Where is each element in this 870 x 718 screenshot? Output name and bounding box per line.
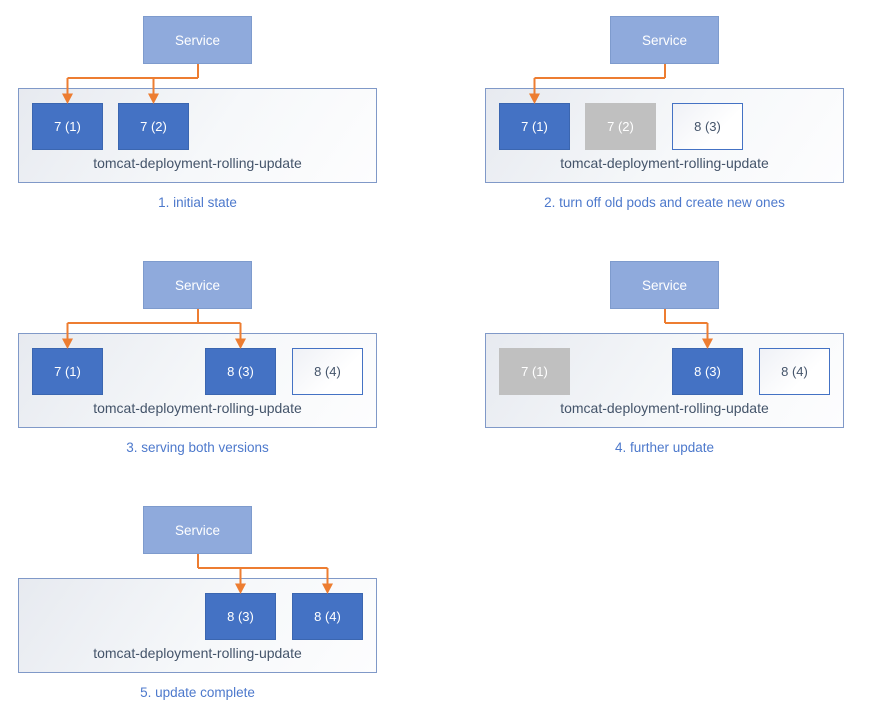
stage-4: Service tomcat-deployment-rolling-update… [467,245,870,475]
pod-7-2: 7 (2) [585,103,656,150]
deployment-label: tomcat-deployment-rolling-update [560,155,769,171]
pod-7-1: 7 (1) [499,348,570,395]
stage-3: Service tomcat-deployment-rolling-update… [0,245,435,475]
deployment-label: tomcat-deployment-rolling-update [560,400,769,416]
service-box: Service [610,261,719,309]
pod-8-3: 8 (3) [672,103,743,150]
service-box: Service [143,16,252,64]
deployment-label: tomcat-deployment-rolling-update [93,645,302,661]
stage-2: Service tomcat-deployment-rolling-update… [467,0,870,230]
stage-caption: 1. initial state [158,195,237,210]
stage-caption: 2. turn off old pods and create new ones [544,195,785,210]
pod-7-2: 7 (2) [118,103,189,150]
pod-7-1: 7 (1) [32,103,103,150]
pod-8-4: 8 (4) [292,593,363,640]
stage-caption: 5. update complete [140,685,255,700]
pod-8-4: 8 (4) [759,348,830,395]
pod-7-1: 7 (1) [32,348,103,395]
pod-7-1: 7 (1) [499,103,570,150]
pod-8-3: 8 (3) [205,593,276,640]
pod-8-4: 8 (4) [292,348,363,395]
service-box: Service [143,261,252,309]
deployment-label: tomcat-deployment-rolling-update [93,400,302,416]
stage-5: Service tomcat-deployment-rolling-update… [0,490,435,718]
service-box: Service [610,16,719,64]
deployment-label: tomcat-deployment-rolling-update [93,155,302,171]
pod-8-3: 8 (3) [672,348,743,395]
stage-caption: 4. further update [614,440,715,455]
stage-caption: 3. serving both versions [126,440,269,455]
service-box: Service [143,506,252,554]
stage-1: Service tomcat-deployment-rolling-update… [0,0,435,230]
pod-8-3: 8 (3) [205,348,276,395]
